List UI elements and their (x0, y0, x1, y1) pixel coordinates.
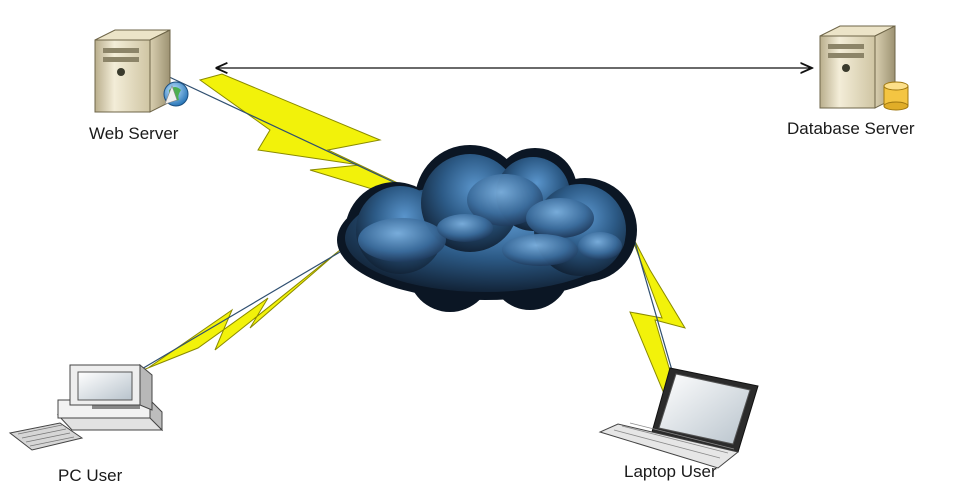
laptop-user-label: Laptop User (624, 462, 717, 482)
pc-user-label: PC User (58, 466, 122, 486)
pc-user-link-line (140, 252, 340, 370)
web-server-icon (95, 30, 188, 112)
laptop-icon (600, 368, 758, 468)
globe-icon (164, 82, 188, 106)
database-server-icon (820, 26, 908, 110)
cloud-icon (337, 145, 637, 312)
desktop-computer-icon (10, 365, 162, 450)
database-cylinder-icon (884, 82, 908, 110)
web-server-label: Web Server (89, 124, 178, 144)
database-server-label: Database Server (787, 119, 915, 139)
